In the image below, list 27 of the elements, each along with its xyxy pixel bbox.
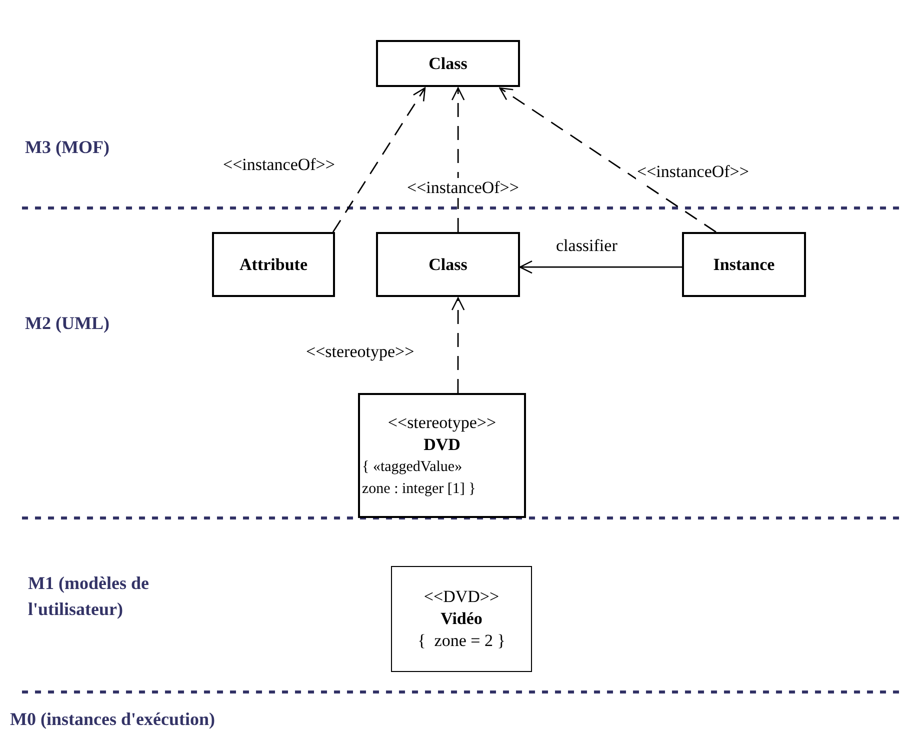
- stereotype-label: <<DVD>>: [424, 586, 500, 608]
- level-label: M1 (modèles de l'utilisateur): [28, 572, 150, 621]
- tagged-value: { «taggedValue» zone : integer [1] }: [362, 458, 477, 498]
- association-arrow: [519, 260, 682, 274]
- class-name: Attribute: [240, 254, 308, 276]
- level-label: M2 (UML): [25, 312, 110, 335]
- dependency-arrow: [451, 87, 465, 232]
- metaclass-box: [212, 232, 335, 297]
- class-name: Vidéo: [440, 608, 482, 630]
- class-box: [391, 566, 532, 672]
- edge-label: <<instanceOf>>: [636, 162, 750, 182]
- tagged-value: { zone = 2 }: [418, 630, 506, 652]
- level-label: M3 (MOF): [25, 136, 110, 159]
- class-name: DVD: [424, 434, 460, 456]
- class-name: Class: [428, 254, 468, 276]
- level-label: M0 (instances d'exécution): [10, 708, 216, 731]
- dependency-arrow: [332, 87, 426, 232]
- metaclass-box: [376, 232, 520, 297]
- dependency-arrow: [451, 297, 465, 393]
- stereotype-label: <<stereotype>>: [388, 412, 496, 434]
- stereotype-box: [358, 393, 526, 518]
- class-name: Instance: [713, 254, 775, 276]
- edge-label: <<instanceOf>>: [406, 178, 520, 198]
- class-name: Class: [428, 52, 468, 74]
- metaclass-box: [682, 232, 806, 297]
- dependency-arrow: [499, 87, 716, 233]
- metaclass-box: [376, 40, 520, 87]
